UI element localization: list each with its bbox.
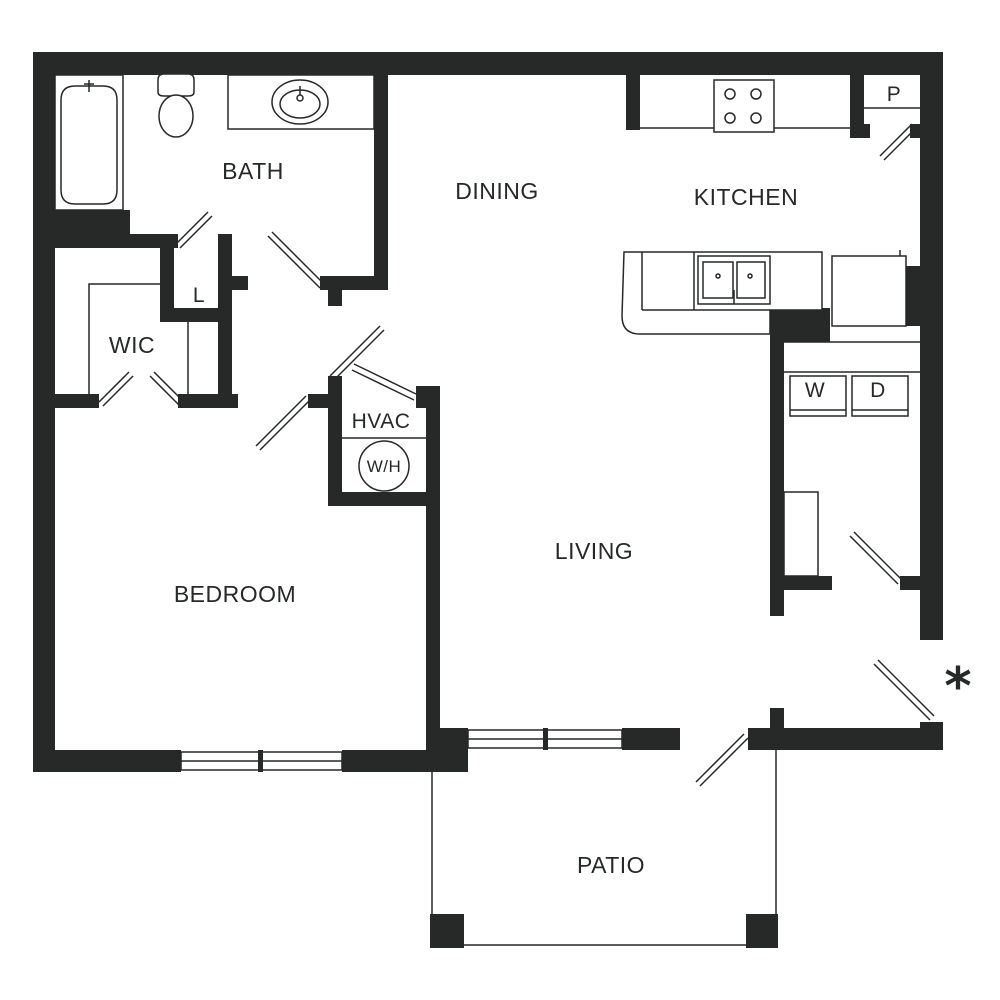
label-bath: BATH xyxy=(222,158,284,184)
toilet xyxy=(157,73,195,138)
windows xyxy=(180,728,623,772)
label-patio: PATIO xyxy=(577,852,645,878)
patio-outline xyxy=(430,750,778,948)
pantry-door[interactable] xyxy=(879,123,917,161)
bedroom-door[interactable] xyxy=(255,395,311,451)
entry-marker: * xyxy=(944,657,971,717)
bath-door[interactable] xyxy=(267,231,325,289)
room-labels: BATH DINING KITCHEN P L WIC HVAC W/H W D… xyxy=(109,83,972,878)
wic-doors[interactable] xyxy=(98,371,185,407)
doors xyxy=(98,123,935,787)
label-bedroom: BEDROOM xyxy=(174,581,296,607)
laundry-door[interactable] xyxy=(849,531,903,585)
label-dining: DINING xyxy=(455,178,539,204)
stove xyxy=(713,79,775,133)
entry-door[interactable] xyxy=(873,659,935,721)
linen-door[interactable] xyxy=(175,211,213,249)
patio-door[interactable] xyxy=(695,733,749,787)
bath-fixtures xyxy=(54,73,375,211)
bathtub xyxy=(54,74,124,211)
label-living: LIVING xyxy=(555,538,633,564)
kitchen-sink xyxy=(697,255,771,305)
interior-walls xyxy=(53,72,922,750)
hvac-fixtures xyxy=(342,437,426,492)
label-pantry: P xyxy=(887,83,902,106)
label-water-heater: W/H xyxy=(367,457,402,476)
label-wic: WIC xyxy=(109,332,155,358)
water-heater xyxy=(358,440,410,492)
wic-shelving xyxy=(88,283,189,394)
label-linen: L xyxy=(193,284,205,307)
bath-vanity xyxy=(227,74,375,130)
label-kitchen: KITCHEN xyxy=(694,184,798,210)
laundry-fixtures xyxy=(783,341,920,577)
label-hvac: HVAC xyxy=(352,410,411,433)
laundry-shelf xyxy=(783,491,819,577)
label-dryer: D xyxy=(870,379,886,402)
exterior-walls xyxy=(33,52,943,772)
kitchen-fixtures xyxy=(621,79,907,335)
hall-doors[interactable] xyxy=(329,325,417,401)
label-washer: W xyxy=(805,379,825,402)
refrigerator xyxy=(831,250,907,327)
